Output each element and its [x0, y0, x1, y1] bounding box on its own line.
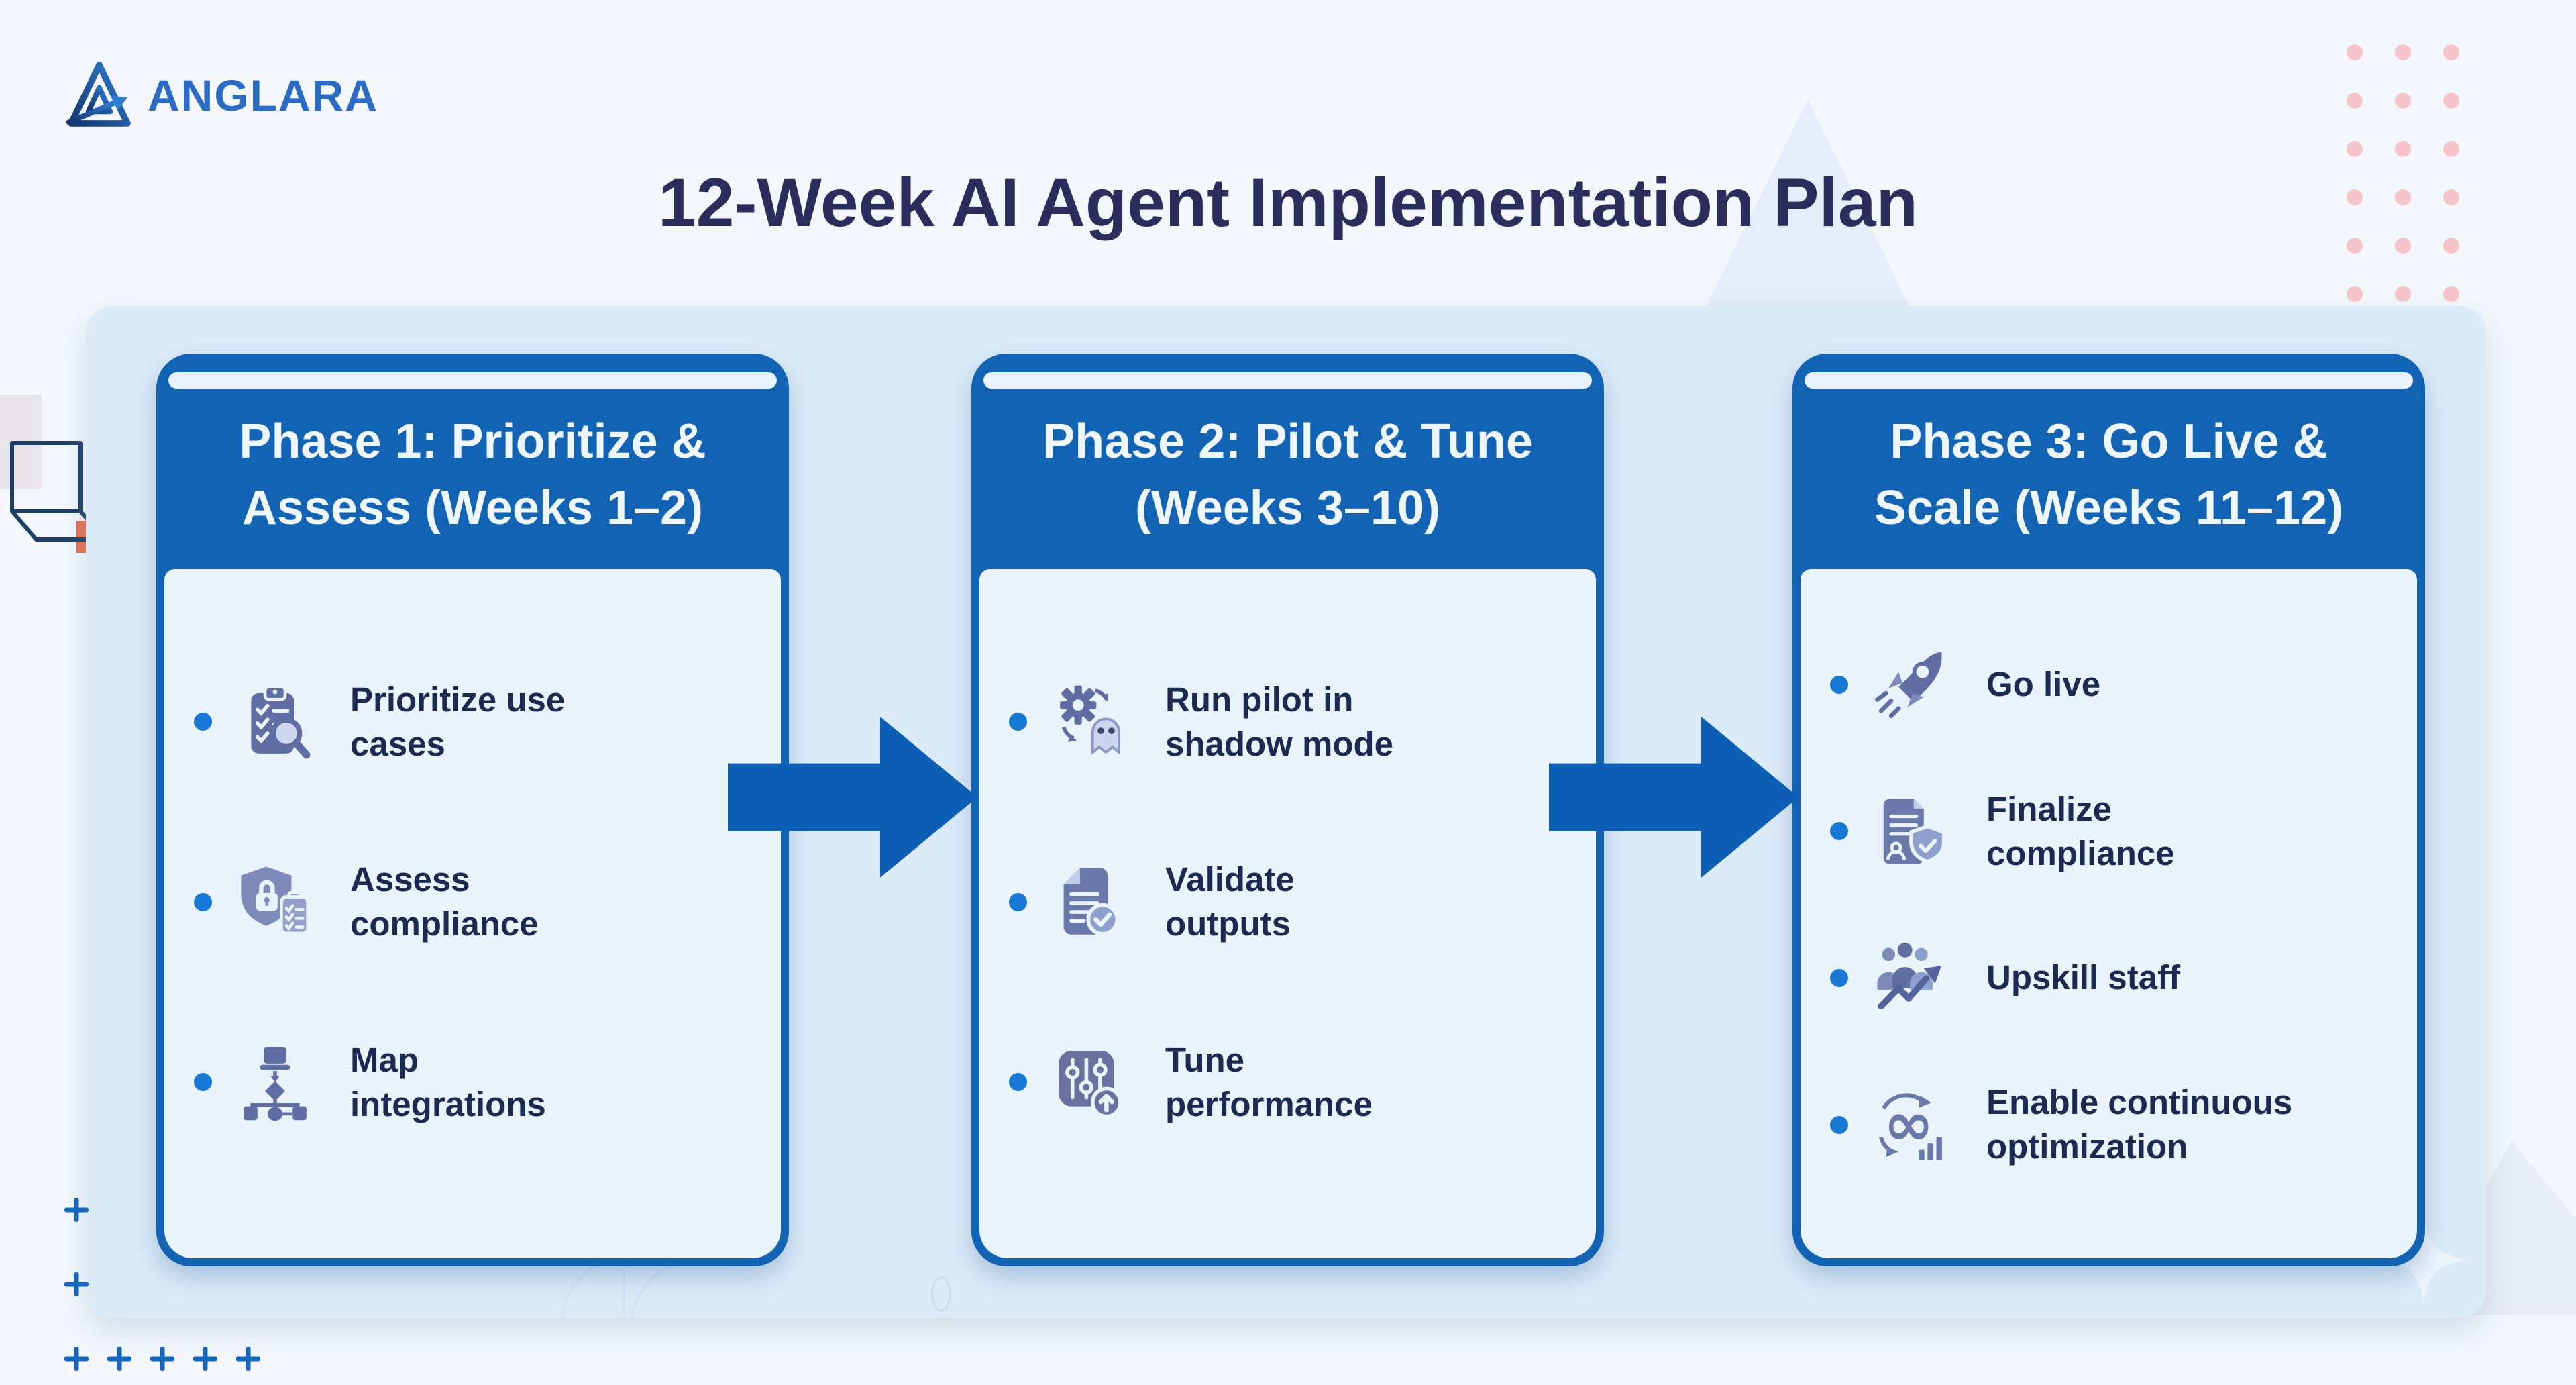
integration-map-icon — [235, 1042, 315, 1123]
plus-decoration — [64, 1347, 89, 1371]
page-title: 12-Week AI Agent Implementation Plan — [658, 164, 1918, 241]
phase-2-card: Phase 2: Pilot & Tune (Weeks 3–10) — [971, 354, 1604, 1266]
document-check-icon — [1050, 862, 1130, 942]
list-item: ∞ Enable continuous optimization — [1830, 1080, 2398, 1170]
item-label: Finalize compliance — [1986, 789, 2175, 872]
bullet-dot — [1009, 713, 1027, 731]
card-top-stripe — [168, 372, 777, 389]
phase-3-card: Phase 3: Go Live & Scale (Weeks 11–12) — [1792, 354, 2425, 1266]
phase-1-card: Phase 1: Prioritize & Assess (Weeks 1–2) — [156, 354, 789, 1266]
card-top-stripe — [983, 372, 1592, 389]
list-item: Run pilot in shadow mode — [1009, 678, 1577, 767]
list-item: Validate outputs — [1009, 858, 1577, 947]
plus-decoration — [64, 1272, 89, 1296]
rocket-icon — [1871, 644, 1951, 725]
sliders-boost-icon — [1050, 1042, 1130, 1123]
card-top-stripe — [1805, 372, 2413, 389]
list-item: Go live — [1830, 644, 2398, 725]
list-item: Upskill staff — [1830, 938, 2398, 1019]
gear-ghost-icon — [1050, 682, 1130, 762]
list-item: Tune performance — [1009, 1038, 1577, 1127]
bullet-dot — [1830, 675, 1848, 694]
bullet-dot — [194, 892, 212, 911]
list-item: Map integrations — [194, 1038, 762, 1127]
bullet-dot — [194, 1073, 212, 1092]
item-label: Tune performance — [1165, 1040, 1373, 1123]
phase-3-title: Phase 3: Go Live & Scale (Weeks 11–12) — [1874, 415, 2344, 535]
bullet-dot — [1830, 822, 1848, 841]
bullet-dot — [1009, 892, 1027, 911]
list-item: Assess compliance — [194, 858, 762, 947]
item-label: Enable continuous optimization — [1986, 1082, 2293, 1166]
plus-decoration — [64, 1198, 89, 1222]
bullet-dot — [194, 713, 212, 731]
plus-decoration — [193, 1347, 217, 1371]
pink-dot-grid — [2347, 44, 2459, 302]
item-label: Assess compliance — [350, 860, 539, 943]
document-shield-icon — [1871, 791, 1951, 872]
bullet-dot — [1830, 969, 1848, 988]
item-label: Validate outputs — [1165, 860, 1295, 943]
infinity-optimization-icon: ∞ — [1871, 1084, 1951, 1165]
item-label: Prioritize use cases — [350, 680, 566, 763]
plus-decoration — [107, 1347, 131, 1371]
brand-logo-icon — [66, 62, 131, 127]
faint-ellipse-decoration — [931, 1276, 951, 1311]
list-item: Prioritize use cases — [194, 678, 762, 767]
brand-name: ANGLARA — [148, 70, 378, 120]
item-label: Upskill staff — [1986, 958, 2181, 997]
plus-decoration — [236, 1347, 260, 1371]
plus-decoration — [150, 1347, 174, 1371]
clipboard-search-icon — [235, 682, 315, 762]
phase-1-body: Prioritize use cases — [164, 568, 781, 1258]
bullet-dot — [1830, 1115, 1848, 1134]
phase-3-body: Go live Fi — [1801, 568, 2417, 1258]
phase-2-body: Run pilot in shadow mode Validate ou — [979, 568, 1596, 1258]
shield-lock-icon — [235, 862, 315, 942]
item-label: Run pilot in shadow mode — [1165, 680, 1394, 763]
item-label: Map integrations — [350, 1040, 546, 1123]
phase-2-title: Phase 2: Pilot & Tune (Weeks 3–10) — [1042, 415, 1533, 535]
team-growth-icon — [1871, 938, 1951, 1019]
list-item: Finalize compliance — [1830, 787, 2398, 876]
phase-1-title: Phase 1: Prioritize & Assess (Weeks 1–2) — [239, 415, 706, 535]
brand-logo: ANGLARA — [64, 62, 378, 129]
item-label: Go live — [1986, 664, 2101, 703]
sparkle-decoration — [2380, 1216, 2467, 1303]
bullet-dot — [1009, 1073, 1027, 1092]
